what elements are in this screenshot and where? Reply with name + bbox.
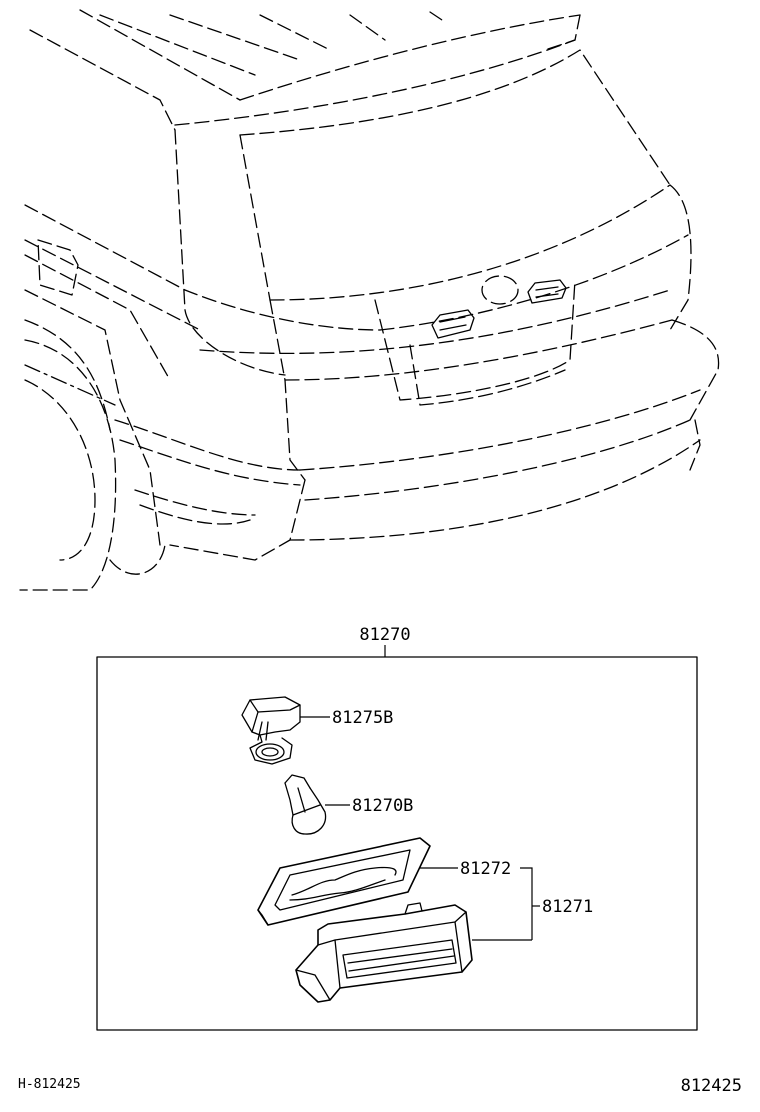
- callout-81272: 81272: [460, 859, 511, 879]
- assembly-bracket: [520, 867, 540, 940]
- callout-81275B: 81275B: [332, 708, 393, 728]
- callout-81271: 81271: [542, 897, 593, 917]
- vehicle-rear-illustration: [19, 9, 720, 591]
- bulb-part: [284, 774, 350, 835]
- figure-code-left: H-812425: [18, 1077, 81, 1092]
- callout-81270: 81270: [359, 625, 410, 645]
- callout-81270B: 81270B: [352, 796, 413, 816]
- lens-gasket-part: [257, 837, 458, 926]
- figure-code-right: 812425: [681, 1076, 742, 1096]
- parts-box: 81270: [96, 625, 698, 1031]
- lamp-housing-part: [295, 902, 532, 1003]
- socket-part: [241, 696, 330, 765]
